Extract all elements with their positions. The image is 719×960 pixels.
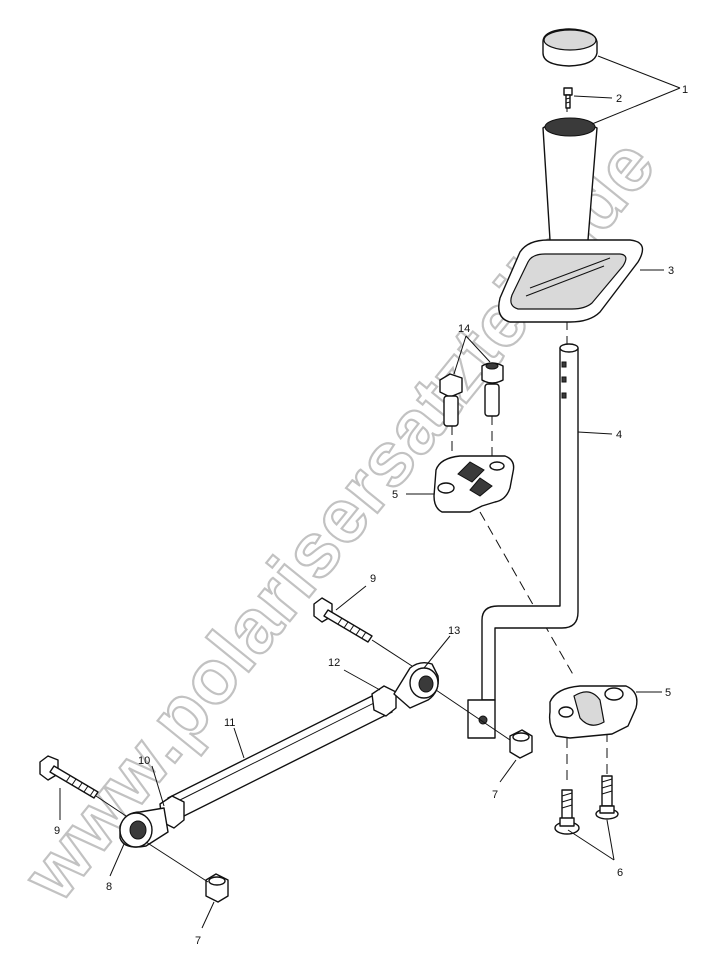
knob-screw xyxy=(563,87,573,109)
nut-lower xyxy=(205,873,229,903)
callout-13: 13 xyxy=(448,625,460,637)
cap-screw-right xyxy=(481,362,504,417)
callout-9-lower: 9 xyxy=(54,825,60,837)
shift-knob-cap xyxy=(542,28,598,67)
callout-3: 3 xyxy=(668,265,674,277)
callout-2: 2 xyxy=(616,93,622,105)
callout-7-lower: 7 xyxy=(195,935,201,947)
callout-10: 10 xyxy=(138,755,150,767)
callout-7-upper: 7 xyxy=(492,789,498,801)
cap-screw-left xyxy=(439,373,463,427)
callout-12: 12 xyxy=(328,657,340,669)
bolt-upper xyxy=(313,597,373,643)
flange-bolt-left xyxy=(554,789,580,835)
callout-9-upper: 9 xyxy=(370,573,376,585)
callout-leaders xyxy=(59,55,681,929)
callout-8: 8 xyxy=(106,881,112,893)
callouts: 1 2 3 4 14 5 5 6 7 7 8 9 9 10 11 12 13 xyxy=(54,84,688,947)
callout-5-upper: 5 xyxy=(392,489,398,501)
callout-5-lower: 5 xyxy=(665,687,671,699)
callout-6: 6 xyxy=(617,867,623,879)
callout-1: 1 xyxy=(682,84,688,96)
assembly-lines xyxy=(95,639,511,883)
shift-boot xyxy=(498,239,644,323)
pivot-block-lower xyxy=(548,685,638,739)
callout-11: 11 xyxy=(224,717,235,729)
pivot-block-upper xyxy=(433,455,515,513)
bolt-lower xyxy=(39,755,99,799)
rod-end-lower xyxy=(119,807,169,848)
jam-nut-upper xyxy=(371,685,397,717)
flange-bolt-right xyxy=(595,775,619,820)
shift-knob-grip xyxy=(542,117,598,246)
shift-lever-rod xyxy=(467,343,579,739)
rod-end-upper xyxy=(393,661,439,709)
callout-14: 14 xyxy=(458,323,470,335)
nut-upper xyxy=(509,729,533,759)
callout-4: 4 xyxy=(616,429,622,441)
